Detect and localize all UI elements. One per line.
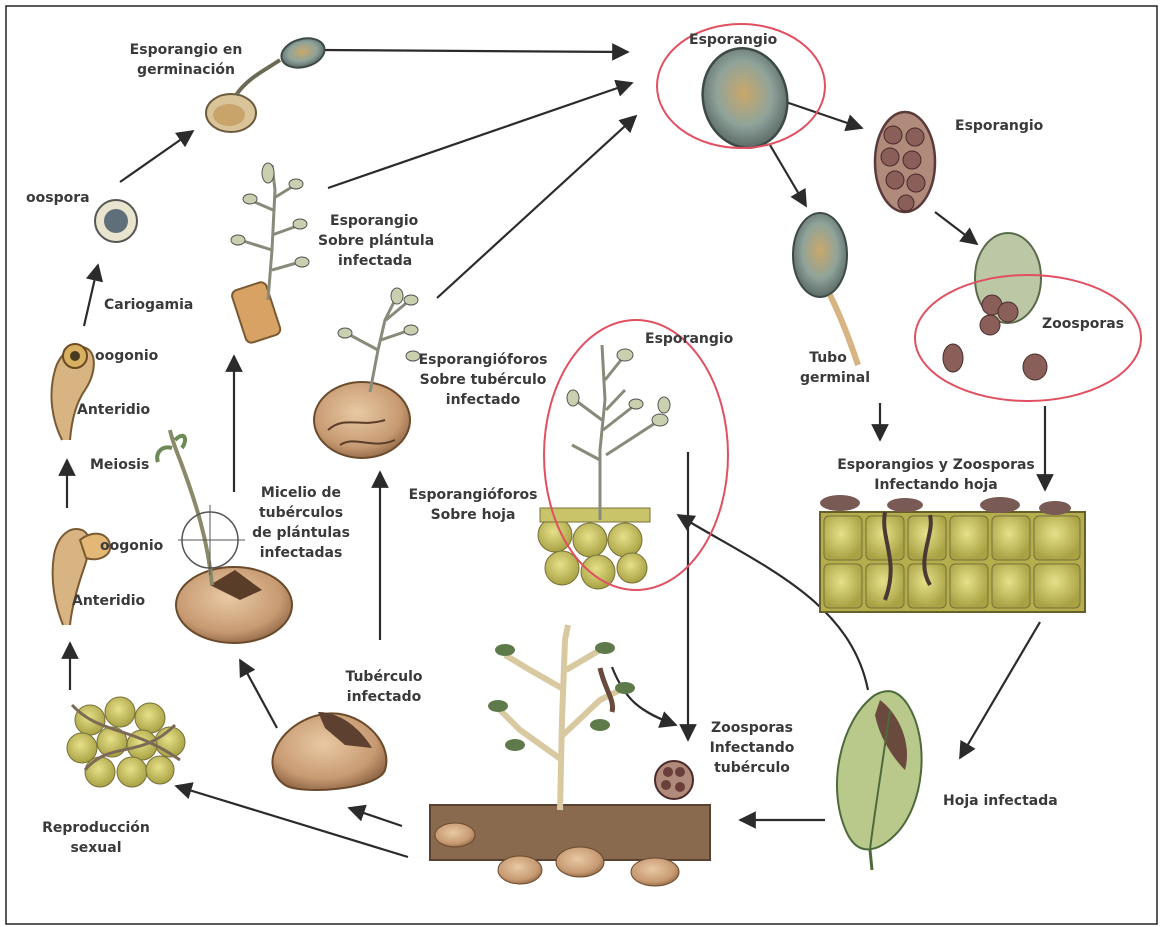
- arrow-plant-to-zoospores: [612, 667, 676, 725]
- arrow-germination-to-sporangium: [322, 50, 628, 52]
- label-oogonio-top: oogonio: [95, 346, 158, 366]
- tuber-sporangiophores-illustration: [314, 288, 420, 458]
- arrow-oospore-to-germination: [120, 131, 193, 182]
- label-esporangio-center: Esporangio: [645, 329, 733, 349]
- arrow-leafcells-to-infected-leaf: [960, 622, 1040, 758]
- infected-tuber-illustration: [272, 712, 386, 790]
- sexual-reproduction-illustration: [67, 697, 185, 787]
- label-esporangio-germinacion: Esporangio en germinación: [106, 40, 266, 80]
- arrow-cariogamia-to-oospore: [84, 265, 98, 326]
- arrow-plant-to-tuber: [349, 808, 402, 826]
- label-oospora: oospora: [26, 188, 90, 208]
- label-hoja-infectada: Hoja infectada: [943, 791, 1058, 811]
- label-meiosis: Meiosis: [90, 455, 149, 475]
- potato-plant-illustration: [430, 625, 710, 886]
- main-sporangium-illustration: [694, 40, 797, 155]
- arrow-tuber-to-micelio: [240, 660, 277, 728]
- label-esporangios-zoosporas-hoja: Esporangios y Zoosporas Infectando hoja: [826, 455, 1046, 495]
- label-esporangio-top: Esporangio: [689, 30, 777, 50]
- infected-leaf-illustration: [837, 691, 922, 870]
- arrow-sporangium-to-release: [935, 212, 977, 244]
- label-zoosporas-tuberculo: Zoosporas Infectando tubérculo: [702, 718, 802, 778]
- zoospores-tuber-illustration: [655, 761, 693, 799]
- zoospore-release-illustration: [943, 233, 1047, 380]
- infected-leaf-cells-illustration: [820, 495, 1085, 612]
- label-cariogamia: Cariogamia: [104, 295, 193, 315]
- label-oogonio-bottom: oogonio: [100, 536, 163, 556]
- label-anteridio-bottom: Anteridio: [72, 591, 145, 611]
- label-tubo-germinal: Tubo germinal: [800, 348, 856, 388]
- label-reproduccion-sexual: Reproducción sexual: [36, 818, 156, 858]
- label-zoosporas: Zoosporas: [1042, 314, 1124, 334]
- oospore-illustration: [95, 200, 137, 242]
- arrow-sporangium-to-germtube: [770, 145, 806, 206]
- arrow-plant-to-sexual: [176, 786, 408, 857]
- seedling-sporangiophores-illustration: [231, 163, 309, 344]
- zoospore-sporangium-illustration: [875, 112, 935, 212]
- arrow-tuber-sporangiophores-to-sporangium: [437, 116, 636, 298]
- label-tuberculo-infectado: Tubérculo infectado: [334, 667, 434, 707]
- label-esporangio-plantula: Esporangio Sobre plántula infectada: [318, 211, 434, 271]
- label-esporangio-right: Esporangio: [955, 116, 1043, 136]
- label-esporangioforos-hoja: Esporangióforos Sobre hoja: [408, 485, 538, 525]
- oogonium-antheridium-top-illustration: [51, 344, 93, 440]
- label-esporangioforos-tuberculo: Esporangióforos Sobre tubérculo infectad…: [418, 350, 548, 410]
- label-anteridio-top: Anteridio: [77, 400, 150, 420]
- label-micelio: Micelio de tubérculos de plántulas infec…: [236, 483, 366, 563]
- arrow-plantlet-to-sporangium: [328, 83, 632, 188]
- germ-tube-sporangium-illustration: [793, 213, 858, 365]
